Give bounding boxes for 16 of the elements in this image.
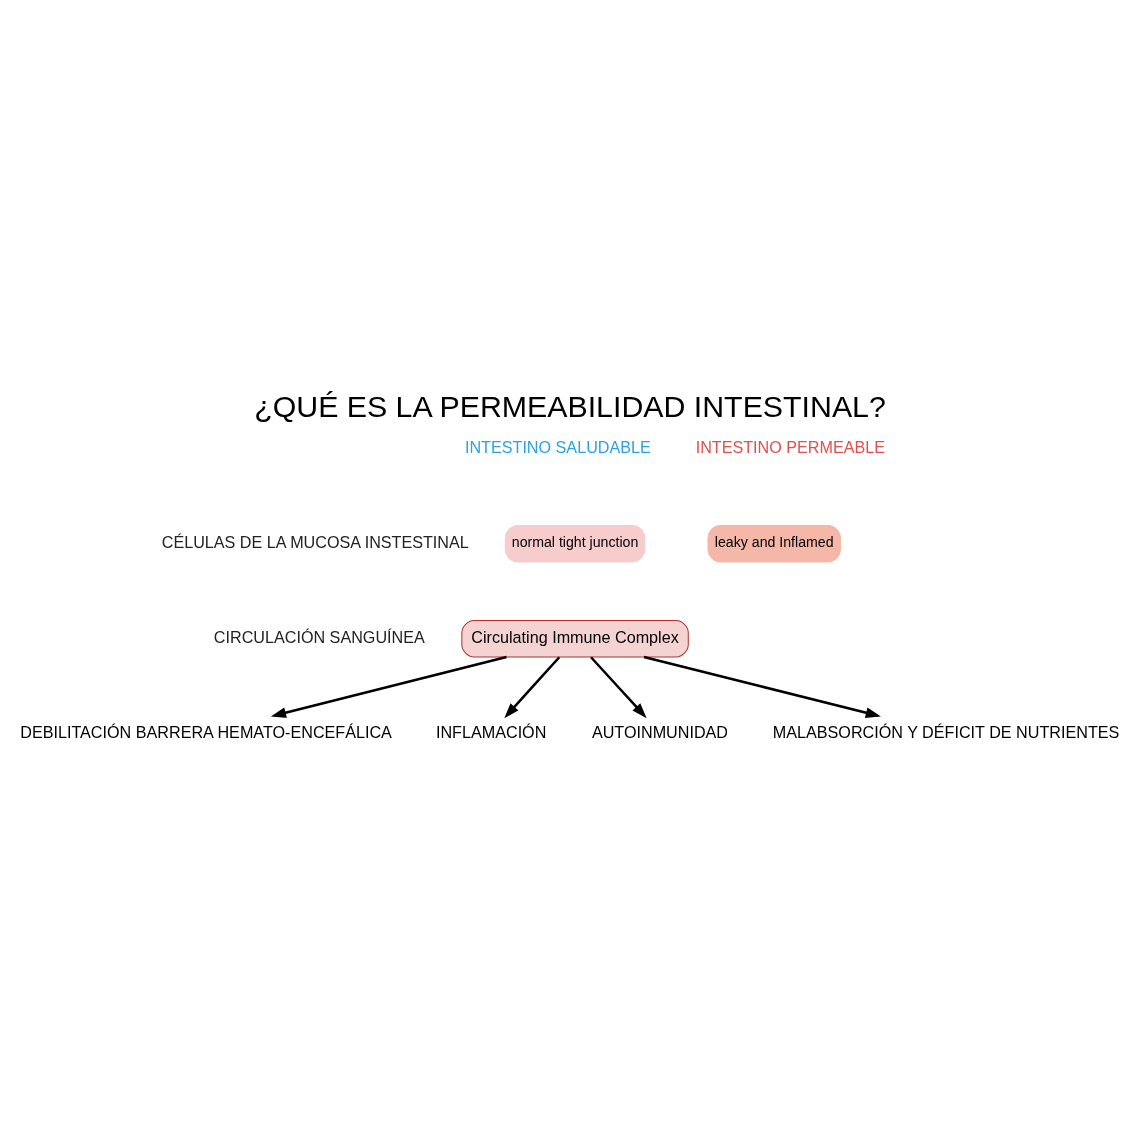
arrow xyxy=(270,655,507,718)
node-text: AUTOINMUNIDAD xyxy=(591,722,729,741)
node-box: normal tight junction xyxy=(504,524,646,562)
label: CIRCULACIÓN SANGUÍNEA xyxy=(213,627,425,646)
arrow xyxy=(590,655,647,718)
label: INTESTINO PERMEABLE xyxy=(695,437,886,456)
node-box: Circulating Immune Complex xyxy=(461,619,689,657)
node-text: INFLAMACIÓN xyxy=(435,722,547,741)
arrow xyxy=(643,655,881,718)
label: INTESTINO SALUDABLE xyxy=(464,437,651,456)
node-text: DEBILITACIÓN BARRERA HEMATO-ENCEFÁLICA xyxy=(20,722,392,741)
diagram-title: ¿QUÉ ES LA PERMEABILIDAD INTESTINAL? xyxy=(254,389,886,423)
node-text: MALABSORCIÓN Y DÉFICIT DE NUTRIENTES xyxy=(772,722,1120,741)
arrow xyxy=(504,655,561,718)
node-box: leaky and Inflamed xyxy=(707,524,841,562)
label: CÉLULAS DE LA MUCOSA INSTESTINAL xyxy=(161,532,469,551)
